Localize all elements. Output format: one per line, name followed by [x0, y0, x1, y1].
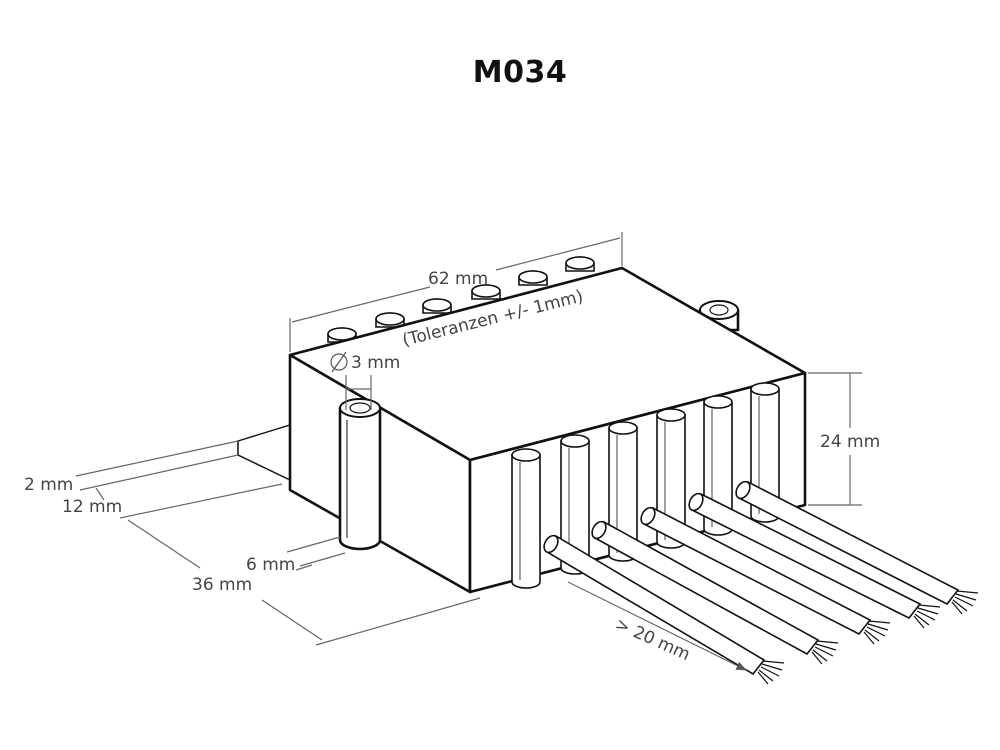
- dimension-offset-6: 6 mm: [246, 536, 346, 575]
- page-title: M034: [472, 55, 568, 90]
- label-width: 36 mm: [192, 575, 252, 595]
- pcb-board: [237, 424, 291, 482]
- label-offset-12: 12 mm: [62, 497, 122, 517]
- label-height: 24 mm: [820, 432, 880, 452]
- label-length: 62 mm: [428, 269, 488, 289]
- top-posts: [327, 256, 595, 343]
- mount-post-left: [338, 398, 382, 551]
- label-offset-6: 6 mm: [246, 555, 295, 575]
- label-hole-diameter: 3 mm: [351, 353, 400, 373]
- cables: [543, 480, 979, 685]
- dimension-height: 24 mm: [808, 372, 880, 506]
- dimension-hole: 3 mm: [330, 351, 400, 410]
- dimension-width: 36 mm: [127, 519, 481, 646]
- dimension-board: 2 mm 12 mm: [24, 440, 283, 519]
- label-board-thickness: 2 mm: [24, 475, 73, 495]
